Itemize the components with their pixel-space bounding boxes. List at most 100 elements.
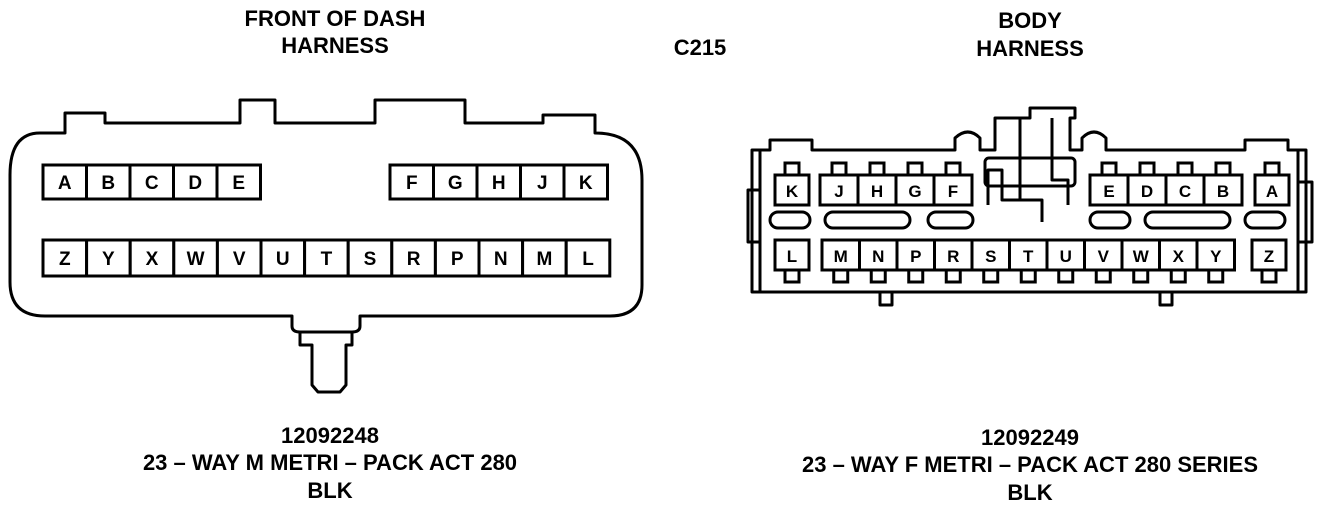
left-title-line2: HARNESS	[281, 33, 389, 58]
left-pin-J: J	[519, 163, 566, 201]
pin-label: A	[1266, 182, 1278, 201]
right-connector-shell	[758, 106, 1300, 294]
right-terminal-notch	[1214, 161, 1232, 177]
right-pin-T: T	[1008, 238, 1049, 272]
right-terminal-notch	[1094, 268, 1112, 284]
right-pin-V: V	[1083, 238, 1124, 272]
right-pin-K: K	[773, 173, 811, 207]
left-pin-V: V	[215, 238, 263, 278]
right-pin-N: N	[858, 238, 899, 272]
right-pin-Y: Y	[1195, 238, 1236, 272]
right-terminal-notch	[830, 161, 848, 177]
pin-label: E	[232, 173, 245, 194]
pin-label: S	[364, 249, 377, 270]
right-terminal-notch	[1169, 268, 1187, 284]
left-color: BLK	[307, 478, 353, 503]
left-pin-Z: Z	[41, 238, 89, 278]
left-pin-B: B	[85, 163, 132, 201]
left-pin-A: A	[41, 163, 88, 201]
left-pin-L: L	[564, 238, 612, 278]
right-connector-right-tab	[1298, 148, 1308, 294]
right-connector-latch	[986, 118, 1070, 222]
pin-label: N	[494, 249, 508, 270]
left-pin-N: N	[477, 238, 525, 278]
right-pin-J: J	[818, 173, 860, 207]
left-description: 23 – WAY M METRI – PACK ACT 280	[142, 450, 518, 475]
left-pin-F: F	[388, 163, 435, 201]
pin-label: S	[985, 247, 996, 266]
pin-label: V	[233, 249, 246, 270]
right-pin-P: P	[895, 238, 936, 272]
pin-label: P	[451, 249, 464, 270]
right-pin-C: C	[1164, 173, 1206, 207]
right-terminal-notch	[1019, 268, 1037, 284]
pin-label: D	[1141, 182, 1153, 201]
right-terminal-notch	[1132, 268, 1150, 284]
left-pin-K: K	[562, 163, 609, 201]
pin-label: K	[786, 182, 799, 201]
pin-label: C	[145, 173, 159, 194]
right-terminal-notch	[1138, 161, 1156, 177]
right-terminal-notch	[868, 161, 886, 177]
right-pin-R: R	[933, 238, 974, 272]
right-pin-F: F	[932, 173, 974, 207]
pin-label: T	[1023, 247, 1034, 266]
pin-label: F	[948, 182, 958, 201]
left-pin-T: T	[303, 238, 350, 278]
left-title-line1: FRONT OF DASH	[244, 6, 426, 31]
right-terminal-notch	[1100, 161, 1118, 177]
pin-label: Z	[59, 249, 71, 270]
pin-label: Z	[1264, 247, 1274, 266]
left-pin-U: U	[259, 238, 307, 278]
right-pin-B: B	[1202, 173, 1244, 207]
right-terminal-notch	[832, 268, 850, 284]
pin-label: K	[579, 173, 593, 194]
left-part-number: 12092248	[281, 423, 379, 448]
right-terminal-notch	[907, 268, 925, 284]
pin-label: E	[1103, 182, 1114, 201]
right-terminal-notch	[944, 161, 962, 177]
left-pin-X: X	[128, 238, 176, 278]
left-pin-P: P	[433, 238, 481, 278]
pin-label: Y	[1210, 247, 1222, 266]
pin-label: G	[908, 182, 921, 201]
left-pin-R: R	[390, 238, 437, 278]
pin-label: L	[582, 249, 594, 270]
right-terminal-notch	[982, 268, 1000, 284]
left-pin-S: S	[346, 238, 394, 278]
left-pin-D: D	[172, 163, 219, 201]
right-terminal-notch	[783, 268, 801, 284]
left-pin-H: H	[475, 163, 522, 201]
right-connector-left-tab	[750, 148, 760, 294]
pin-label: C	[1179, 182, 1191, 201]
pin-label: R	[407, 249, 421, 270]
pin-label: J	[537, 173, 548, 194]
pin-label: F	[406, 173, 418, 194]
right-pin-X: X	[1158, 238, 1199, 272]
right-pin-G: G	[894, 173, 936, 207]
right-pin-E: E	[1088, 173, 1130, 207]
right-terminal-notch	[906, 161, 924, 177]
left-pin-C: C	[128, 163, 175, 201]
pin-label: Y	[102, 249, 115, 270]
pin-label: R	[947, 247, 959, 266]
pin-label: U	[1060, 247, 1072, 266]
connector-id: C215	[673, 35, 727, 60]
right-terminal-notch	[1176, 161, 1194, 177]
pin-label: J	[834, 182, 843, 201]
pin-label: T	[321, 249, 333, 270]
right-terminal-notch	[944, 268, 962, 284]
right-terminal-notch	[1263, 161, 1281, 177]
left-pin-E: E	[215, 163, 262, 201]
pin-label: D	[188, 173, 202, 194]
pin-label: X	[146, 249, 159, 270]
pin-label: H	[871, 182, 883, 201]
right-description: 23 – WAY F METRI – PACK ACT 280 SERIES	[801, 452, 1259, 477]
left-pin-G: G	[432, 163, 479, 201]
pin-label: X	[1173, 247, 1185, 266]
pin-label: B	[1217, 182, 1229, 201]
right-terminal-notch	[783, 161, 801, 177]
right-connector-left-ear	[746, 188, 760, 244]
right-terminal-notch	[869, 268, 887, 284]
pin-label: H	[492, 173, 506, 194]
